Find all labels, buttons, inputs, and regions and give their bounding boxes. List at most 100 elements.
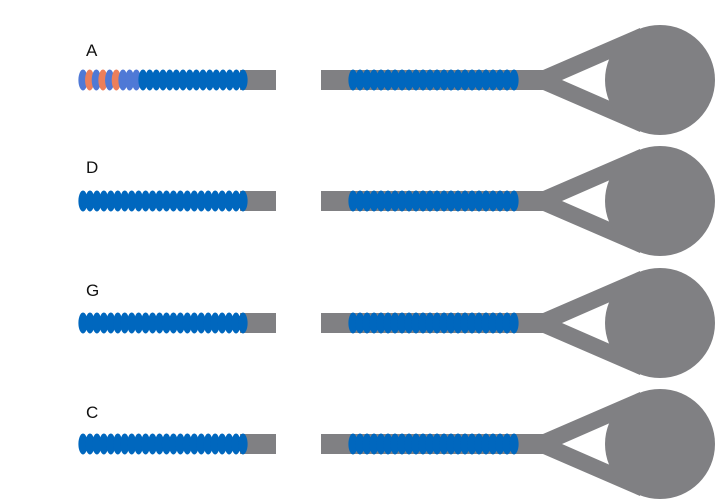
- bead: [154, 190, 165, 212]
- bead: [432, 433, 442, 455]
- bead: [154, 312, 165, 334]
- bead: [369, 312, 379, 334]
- row-1: D: [78, 146, 715, 256]
- bead: [446, 433, 456, 455]
- bead: [418, 312, 428, 334]
- bead: [218, 69, 228, 91]
- bead: [127, 190, 137, 212]
- bead: [425, 190, 435, 212]
- bead: [355, 433, 365, 455]
- bead: [154, 433, 165, 455]
- bead: [467, 433, 477, 455]
- bead: [92, 312, 102, 334]
- bead: [355, 190, 365, 212]
- bead: [404, 312, 414, 334]
- bead: [134, 190, 144, 212]
- bead: [460, 312, 470, 334]
- bead: [488, 69, 498, 91]
- bead: [85, 69, 95, 91]
- bead: [231, 312, 241, 334]
- bead: [99, 190, 109, 212]
- bead: [189, 190, 199, 212]
- bead: [106, 190, 116, 212]
- bead: [411, 433, 421, 455]
- bead: [182, 312, 192, 334]
- bead: [225, 69, 235, 91]
- bead: [460, 69, 470, 91]
- bead: [120, 190, 130, 212]
- left-rod: [240, 313, 276, 333]
- bead: [141, 312, 151, 334]
- bead: [397, 433, 407, 455]
- bead: [161, 312, 172, 334]
- bead: [238, 312, 248, 334]
- bead: [99, 433, 109, 455]
- bead: [502, 69, 512, 91]
- bead: [418, 433, 428, 455]
- bead: [446, 69, 456, 91]
- bead: [205, 69, 215, 91]
- bead: [369, 190, 379, 212]
- bead: [182, 190, 192, 212]
- bead: [425, 69, 435, 91]
- bead: [474, 69, 484, 91]
- bead: [467, 190, 477, 212]
- bead: [210, 312, 220, 334]
- bead: [175, 190, 185, 212]
- bead: [189, 433, 199, 455]
- bead: [217, 433, 227, 455]
- bead: [151, 69, 161, 91]
- bead: [411, 190, 421, 212]
- bead: [111, 69, 121, 91]
- bead: [211, 69, 221, 91]
- bead: [191, 69, 201, 91]
- bead: [411, 312, 421, 334]
- bead: [474, 190, 484, 212]
- bead: [376, 433, 386, 455]
- bead: [134, 433, 144, 455]
- bead: [474, 312, 484, 334]
- bead: [418, 190, 428, 212]
- bead: [203, 190, 213, 212]
- bead: [481, 69, 491, 91]
- bead: [138, 69, 148, 91]
- bead: [185, 69, 195, 91]
- bead: [168, 190, 179, 212]
- row-0: A: [78, 25, 715, 135]
- row-2: G: [78, 268, 715, 378]
- bead: [118, 69, 128, 91]
- bead: [460, 190, 470, 212]
- bead: [106, 312, 116, 334]
- bead: [495, 312, 505, 334]
- bead: [481, 190, 491, 212]
- bead: [106, 433, 116, 455]
- bead: [348, 69, 358, 91]
- bead: [446, 190, 456, 212]
- left-rod: [240, 70, 276, 90]
- bead: [383, 190, 393, 212]
- bead: [161, 190, 172, 212]
- bead: [383, 433, 393, 455]
- bead: [78, 190, 88, 212]
- bead: [210, 433, 220, 455]
- bead: [91, 69, 101, 91]
- row-3: C: [78, 389, 715, 499]
- bead: [182, 433, 192, 455]
- bead: [99, 312, 109, 334]
- bead: [203, 312, 213, 334]
- row-label: D: [86, 158, 98, 177]
- bead: [113, 433, 123, 455]
- bead: [362, 69, 372, 91]
- bead: [467, 312, 477, 334]
- bead: [198, 69, 208, 91]
- bead: [439, 433, 449, 455]
- bead: [369, 433, 379, 455]
- bead: [474, 433, 484, 455]
- bead: [362, 312, 372, 334]
- bead: [348, 312, 358, 334]
- bead: [432, 312, 442, 334]
- bead: [145, 69, 155, 91]
- bead: [495, 433, 505, 455]
- bead: [171, 69, 181, 91]
